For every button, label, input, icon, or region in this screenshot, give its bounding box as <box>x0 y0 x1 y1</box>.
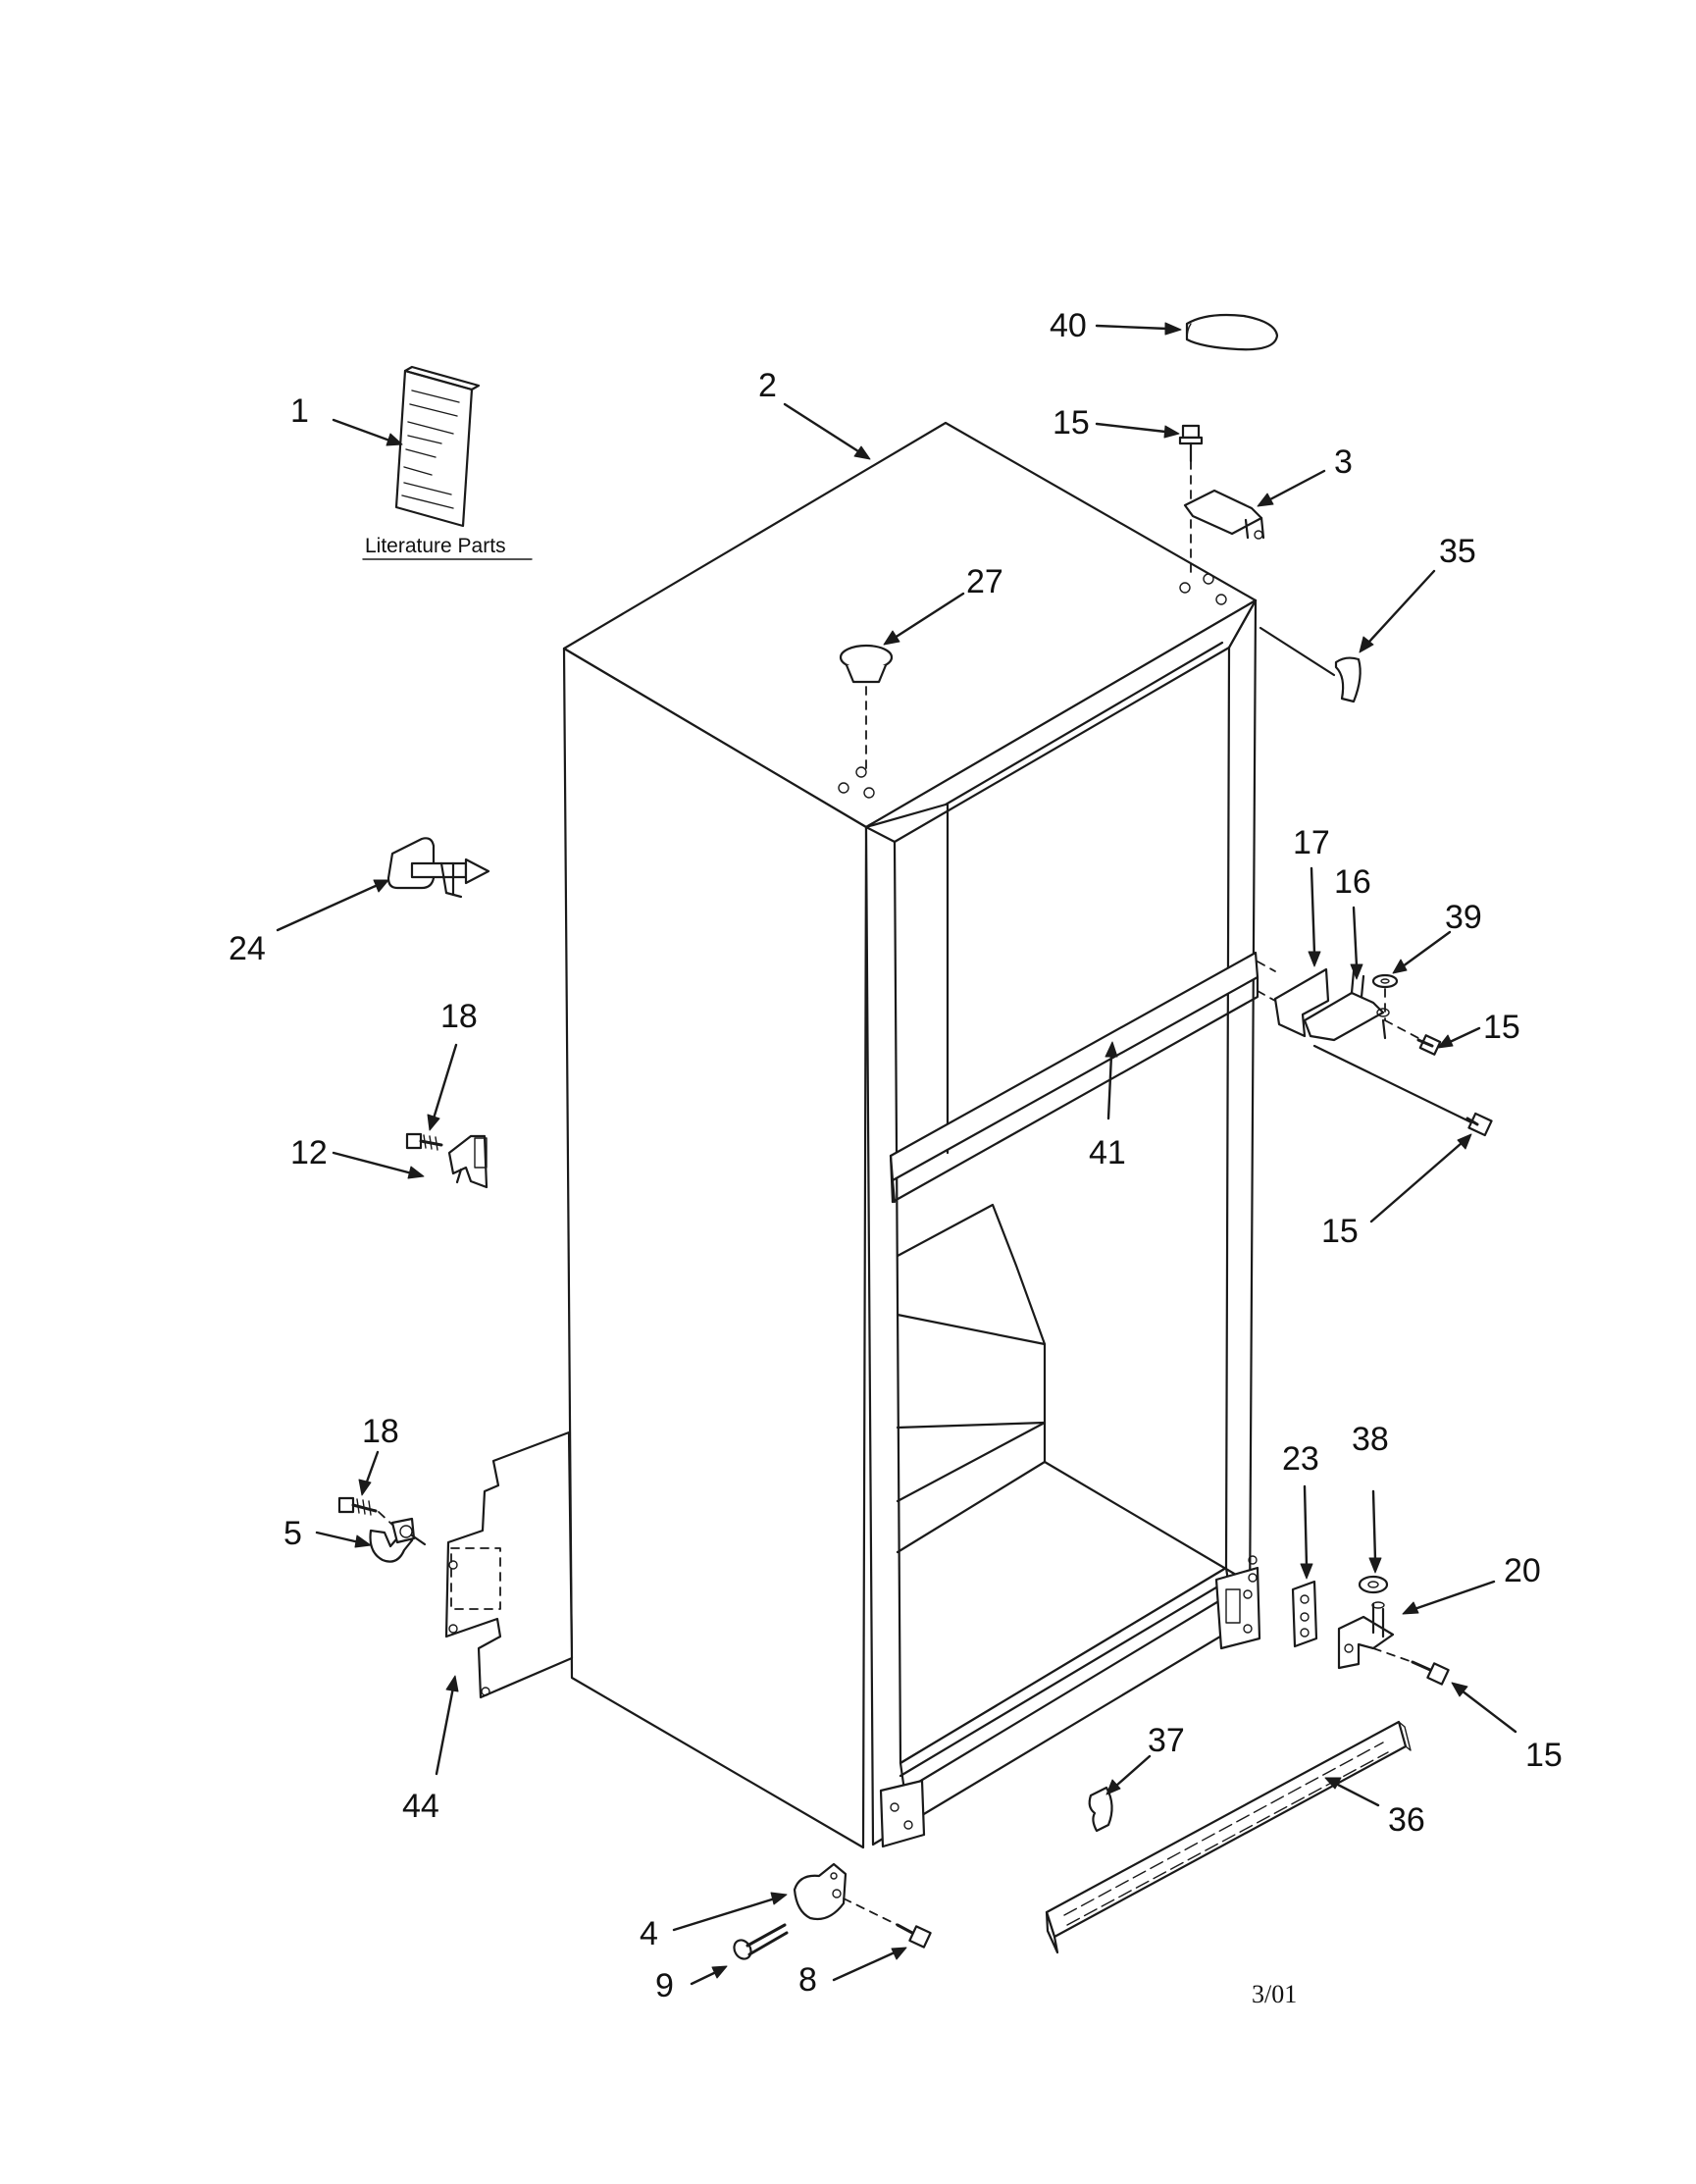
literature-booklet-icon <box>362 365 533 560</box>
callout-18-lower: 18 <box>362 1413 399 1450</box>
callout-15-top: 15 <box>1053 404 1090 442</box>
literature-parts-caption: Literature Parts <box>365 535 506 557</box>
clip-part-37 <box>1088 1786 1113 1833</box>
bottom-hinge-part-20 <box>1337 1601 1413 1670</box>
screw-part-15-bottom <box>1411 1660 1450 1686</box>
callout-37: 37 <box>1148 1722 1185 1759</box>
screw-part-18-upper <box>405 1132 443 1151</box>
callout-8: 8 <box>798 1961 817 1999</box>
center-hinge-part-16 <box>1303 969 1390 1042</box>
screw-part-8 <box>843 1898 932 1949</box>
bracket-part-12 <box>447 1134 488 1189</box>
washer-part-39 <box>1371 973 1399 1021</box>
shim-part-23 <box>1291 1580 1318 1648</box>
callout-12: 12 <box>290 1134 328 1171</box>
callout-38: 38 <box>1352 1421 1389 1458</box>
screw-part-18-lower <box>337 1496 393 1526</box>
callout-15-bottom: 15 <box>1525 1737 1563 1774</box>
callout-3: 3 <box>1334 443 1353 481</box>
date-stamp: 3/01 <box>1252 1980 1297 2008</box>
callout-20: 20 <box>1504 1552 1541 1589</box>
clip-part-35 <box>1259 626 1362 703</box>
screw-part-15-top <box>1178 424 1204 580</box>
grille-part-36 <box>1045 1720 1412 1954</box>
callout-15-mid-lower: 15 <box>1321 1213 1359 1250</box>
screw-part-15-mid-lower <box>1312 1044 1493 1137</box>
callout-15-mid-upper: 15 <box>1483 1009 1520 1046</box>
callout-24: 24 <box>229 930 266 967</box>
callout-35: 35 <box>1439 533 1476 570</box>
callout-18-upper: 18 <box>440 998 478 1035</box>
callout-17: 17 <box>1293 824 1330 861</box>
pin-part-9 <box>733 1923 789 1960</box>
plug-part-27 <box>839 644 894 771</box>
callout-16: 16 <box>1334 863 1371 901</box>
callout-41: 41 <box>1089 1134 1126 1171</box>
cabinet <box>562 421 1261 1849</box>
divider-rail-part-41 <box>889 951 1259 1204</box>
washer-part-38 <box>1358 1575 1389 1594</box>
callout-1: 1 <box>290 392 309 430</box>
callout-9: 9 <box>655 1967 674 2004</box>
clamp-part-5 <box>369 1517 427 1563</box>
callout-27: 27 <box>966 563 1003 600</box>
top-hinge-part-3 <box>1183 489 1265 540</box>
screw-part-15-mid-upper <box>1384 1019 1442 1056</box>
callout-5: 5 <box>283 1515 302 1552</box>
callout-4: 4 <box>640 1915 658 1952</box>
hinge-cover-part-40 <box>1185 313 1279 351</box>
leader-arrows <box>276 322 1517 1986</box>
callout-2: 2 <box>758 367 777 404</box>
callout-36: 36 <box>1388 1801 1425 1839</box>
callout-39: 39 <box>1445 899 1482 936</box>
callout-40: 40 <box>1050 307 1087 344</box>
leveler-part-4 <box>793 1862 848 1921</box>
hinge-shim-part-17 <box>1273 967 1330 1038</box>
bracket-part-24 <box>386 837 490 899</box>
rear-panel-part-44 <box>444 1430 574 1699</box>
callout-23: 23 <box>1282 1440 1319 1478</box>
callout-44: 44 <box>402 1788 439 1825</box>
